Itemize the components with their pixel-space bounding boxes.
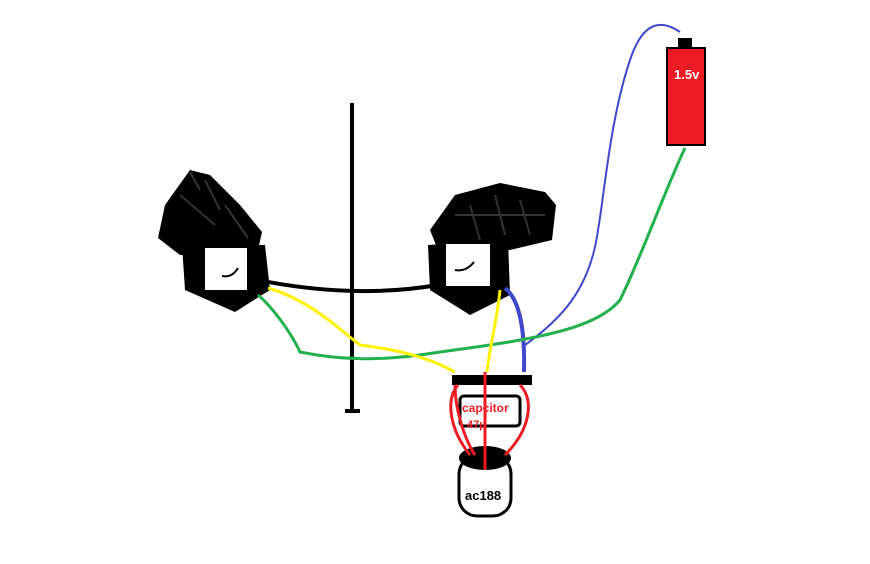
capacitor-value: 47µ [467,419,486,431]
green-wire [257,147,687,361]
right-speaker-icon [428,183,556,315]
battery-icon: 1.5v [666,38,706,146]
red-wires [449,372,530,470]
capacitor-icon: capcitor 47µ [458,394,522,431]
blue-wire [524,23,681,346]
yellow-wire-left [267,286,456,374]
battery-label: 1.5v [674,67,700,82]
yellow-wire-right [485,289,502,373]
antenna-pole [345,103,360,413]
transistor-label: ac188 [465,488,501,503]
left-speaker-icon [158,170,270,312]
speaker-link-wire [247,276,439,294]
terminal-strip [452,375,532,385]
